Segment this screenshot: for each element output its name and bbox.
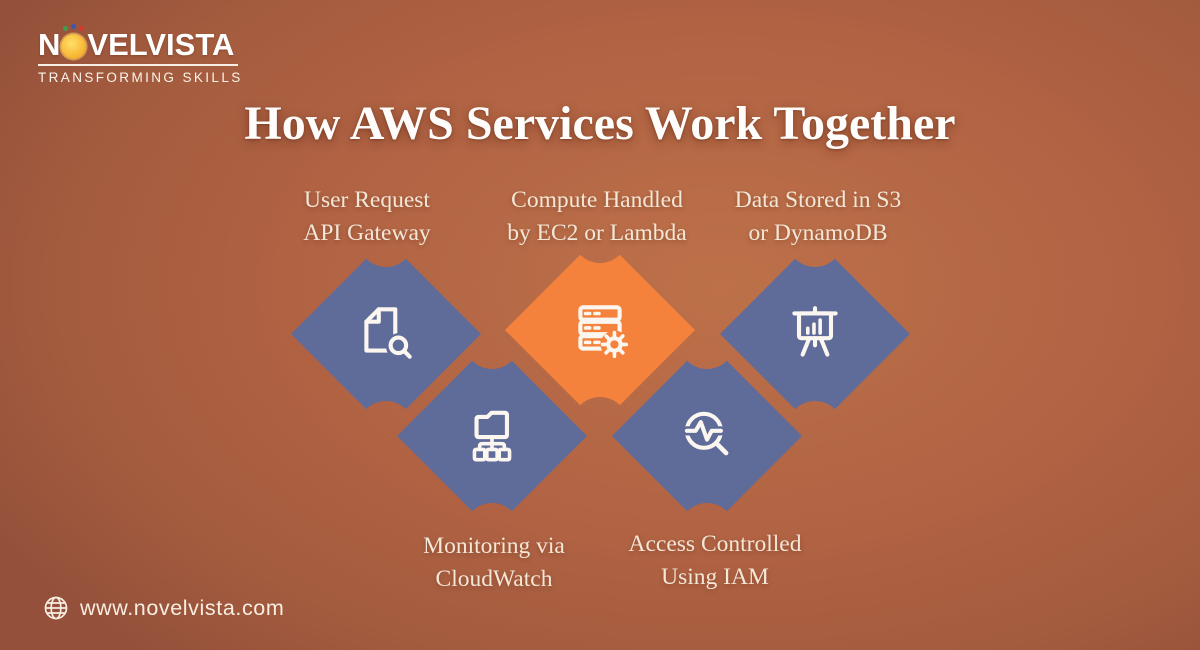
server-gear-icon (578, 305, 629, 359)
label-monitoring-line1: Monitoring via (423, 533, 565, 559)
website-url: www.novelvista.com (80, 595, 285, 620)
logo-wordmark: N VELVISTA (38, 24, 243, 62)
document-search-icon (364, 307, 413, 360)
logo-tagline: TRANSFORMING SKILLS (38, 70, 243, 85)
footer: www.novelvista.com (42, 594, 284, 622)
label-iam-line2: Using IAM (661, 564, 769, 590)
page-title: How AWS Services Work Together (244, 97, 956, 150)
folder-tree-icon (472, 410, 512, 462)
label-storage-line2: or DynamoDB (748, 220, 888, 246)
sun-logo-icon (61, 24, 87, 59)
label-compute: Compute Handled by EC2 or Lambda (507, 184, 686, 250)
logo-letters-rest: VELVISTA (87, 27, 235, 62)
diamond-api-gateway (291, 258, 481, 410)
label-storage-line1: Data Stored in S3 (734, 187, 902, 213)
novelvista-logo: N VELVISTA TRANSFORMING SKILLS (38, 24, 243, 85)
label-api-gateway-line1: User Request (304, 187, 430, 213)
label-api-gateway-line2: API Gateway (303, 220, 431, 246)
label-iam: Access Controlled Using IAM (629, 528, 802, 594)
logo-dot-red (79, 26, 85, 31)
diamond-compute (505, 254, 695, 406)
presentation-chart-icon (792, 306, 838, 357)
logo-letter-n: N (38, 27, 61, 62)
logo-dot-blue (71, 24, 77, 29)
label-iam-line1: Access Controlled (628, 531, 802, 557)
logo-dot-green (63, 26, 69, 31)
label-api-gateway: User Request API Gateway (303, 184, 430, 250)
search-analytics-icon (682, 411, 729, 456)
label-compute-line1: Compute Handled (511, 187, 683, 213)
globe-icon (44, 596, 68, 620)
label-compute-line2: by EC2 or Lambda (507, 220, 687, 246)
logo-divider (38, 64, 238, 66)
label-storage: Data Stored in S3 or DynamoDB (735, 184, 901, 250)
label-monitoring-line2: CloudWatch (435, 566, 553, 592)
label-monitoring: Monitoring via CloudWatch (423, 530, 565, 596)
